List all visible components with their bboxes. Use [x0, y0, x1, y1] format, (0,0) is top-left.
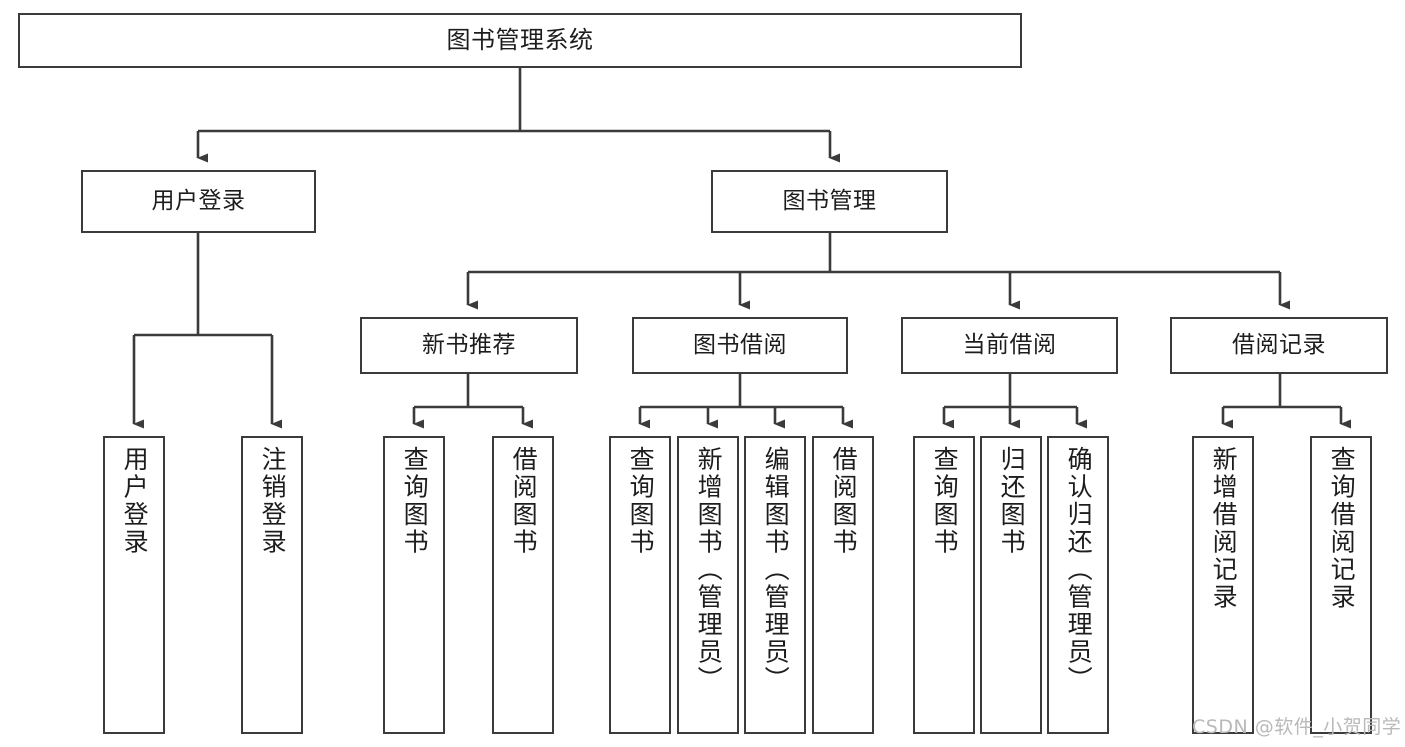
- leaf-user-login[interactable]: 用户登录: [103, 436, 165, 734]
- node-new-book-recommend[interactable]: 新书推荐: [360, 317, 578, 374]
- node-label: 图书管理: [782, 187, 877, 214]
- node-label: 图书借阅: [693, 331, 787, 358]
- leaf-return-book[interactable]: 归还图书: [980, 436, 1042, 734]
- leaf-query-borrow-record[interactable]: 查询借阅记录: [1310, 436, 1372, 734]
- node-user-login[interactable]: 用户登录: [81, 170, 316, 233]
- leaf-query-book-borrow[interactable]: 查询图书: [609, 436, 671, 734]
- node-label: 查询图书: [400, 446, 430, 556]
- node-label: 新书推荐: [422, 331, 516, 358]
- leaf-edit-book-admin[interactable]: 编辑图书（管理员）: [744, 436, 806, 734]
- node-label: 图书管理系统: [446, 26, 594, 55]
- leaf-query-book-current[interactable]: 查询图书: [913, 436, 975, 734]
- node-book-management[interactable]: 图书管理: [711, 170, 948, 233]
- node-label: 借阅记录: [1232, 331, 1326, 358]
- node-label: 借阅图书: [509, 446, 539, 556]
- csdn-watermark: CSDN @软件_小贺同学: [1192, 716, 1402, 738]
- leaf-query-book-recommend[interactable]: 查询图书: [383, 436, 445, 734]
- leaf-add-borrow-record[interactable]: 新增借阅记录: [1192, 436, 1254, 734]
- node-label: 查询图书: [930, 446, 960, 556]
- node-label: 新增借阅记录: [1209, 446, 1239, 611]
- leaf-borrow-book[interactable]: 借阅图书: [812, 436, 874, 734]
- node-label: 查询图书: [626, 446, 656, 556]
- node-label: 用户登录: [151, 187, 246, 214]
- node-label: 借阅图书: [829, 446, 859, 556]
- node-borrow-record[interactable]: 借阅记录: [1170, 317, 1388, 374]
- leaf-add-book-admin[interactable]: 新增图书（管理员）: [677, 436, 739, 734]
- node-current-borrow[interactable]: 当前借阅: [901, 317, 1118, 374]
- node-label: 确认归还（管理员）: [1064, 446, 1094, 694]
- node-label: 编辑图书（管理员）: [761, 446, 791, 694]
- node-label: 注销登录: [258, 446, 288, 556]
- node-label: 新增图书（管理员）: [694, 446, 724, 694]
- node-book-borrow[interactable]: 图书借阅: [632, 317, 848, 374]
- leaf-logout-login[interactable]: 注销登录: [241, 436, 303, 734]
- node-label: 用户登录: [120, 446, 150, 556]
- node-label: 当前借阅: [962, 331, 1057, 358]
- node-label: 查询借阅记录: [1327, 446, 1357, 611]
- node-label: 归还图书: [997, 446, 1027, 556]
- leaf-confirm-return-admin[interactable]: 确认归还（管理员）: [1047, 436, 1109, 734]
- node-root-book-management-system[interactable]: 图书管理系统: [18, 13, 1022, 68]
- leaf-borrow-book-recommend[interactable]: 借阅图书: [492, 436, 554, 734]
